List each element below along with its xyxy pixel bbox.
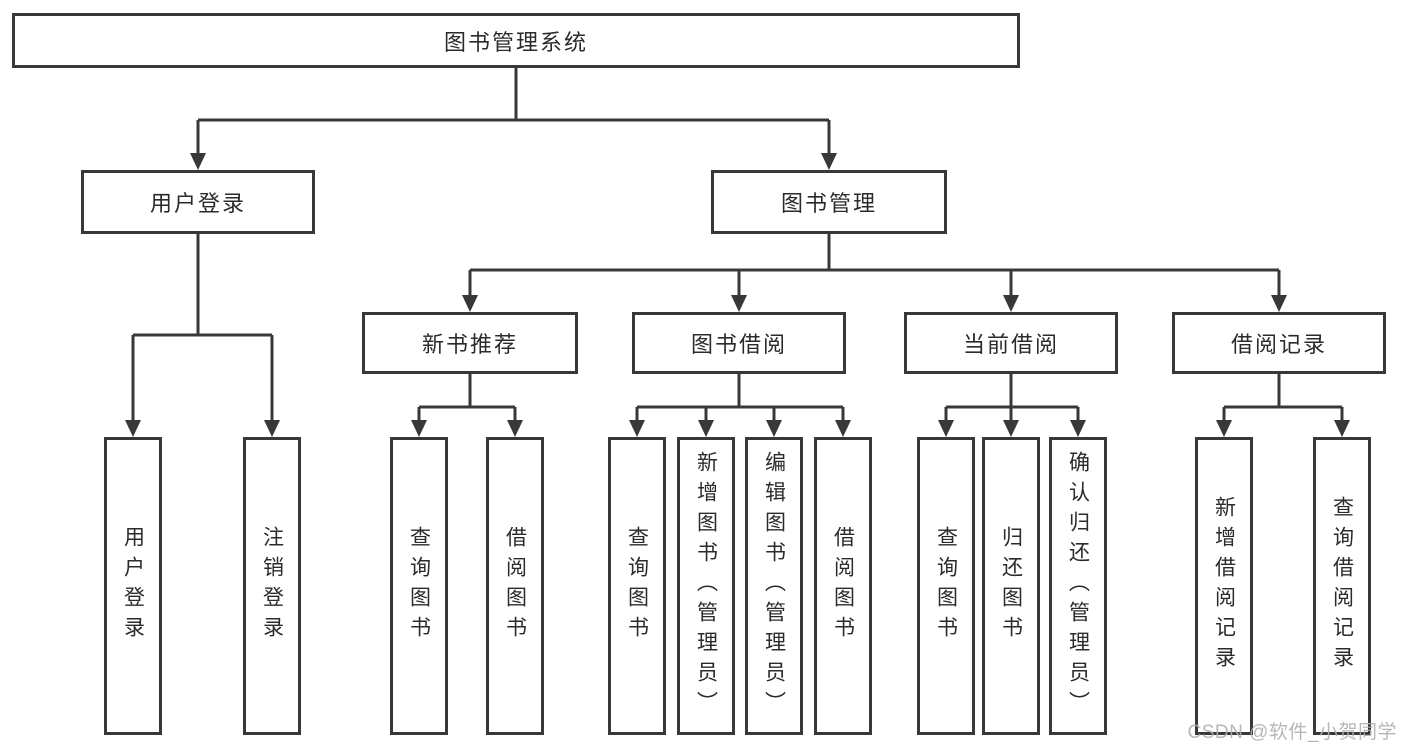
- leaf-query-borrow-record: 查询借阅记录: [1313, 437, 1371, 735]
- node-current-borrow: 当前借阅: [904, 312, 1118, 374]
- node-borrow-records: 借阅记录: [1172, 312, 1386, 374]
- leaf-add-books-admin: 新增图书（管理员）: [677, 437, 735, 735]
- leaf-logout: 注销登录: [243, 437, 301, 735]
- leaf-return-books: 归还图书: [982, 437, 1040, 735]
- leaf-borrow-books-recommend: 借阅图书: [486, 437, 544, 735]
- leaf-user-login: 用户登录: [104, 437, 162, 735]
- node-book-borrow: 图书借阅: [632, 312, 846, 374]
- leaf-borrow-books: 借阅图书: [814, 437, 872, 735]
- node-book-management: 图书管理: [711, 170, 947, 234]
- leaf-query-books-recommend: 查询图书: [390, 437, 448, 735]
- node-library-management-system: 图书管理系统: [12, 13, 1020, 68]
- csdn-watermark: CSDN @软件_小贺同学: [1187, 722, 1397, 743]
- leaf-confirm-return-admin: 确认归还（管理员）: [1049, 437, 1107, 735]
- node-new-book-recommend: 新书推荐: [362, 312, 578, 374]
- leaf-edit-books-admin: 编辑图书（管理员）: [745, 437, 803, 735]
- node-user-login: 用户登录: [81, 170, 315, 234]
- leaf-query-books-current: 查询图书: [917, 437, 975, 735]
- leaf-add-borrow-record: 新增借阅记录: [1195, 437, 1253, 735]
- leaf-query-books-borrow: 查询图书: [608, 437, 666, 735]
